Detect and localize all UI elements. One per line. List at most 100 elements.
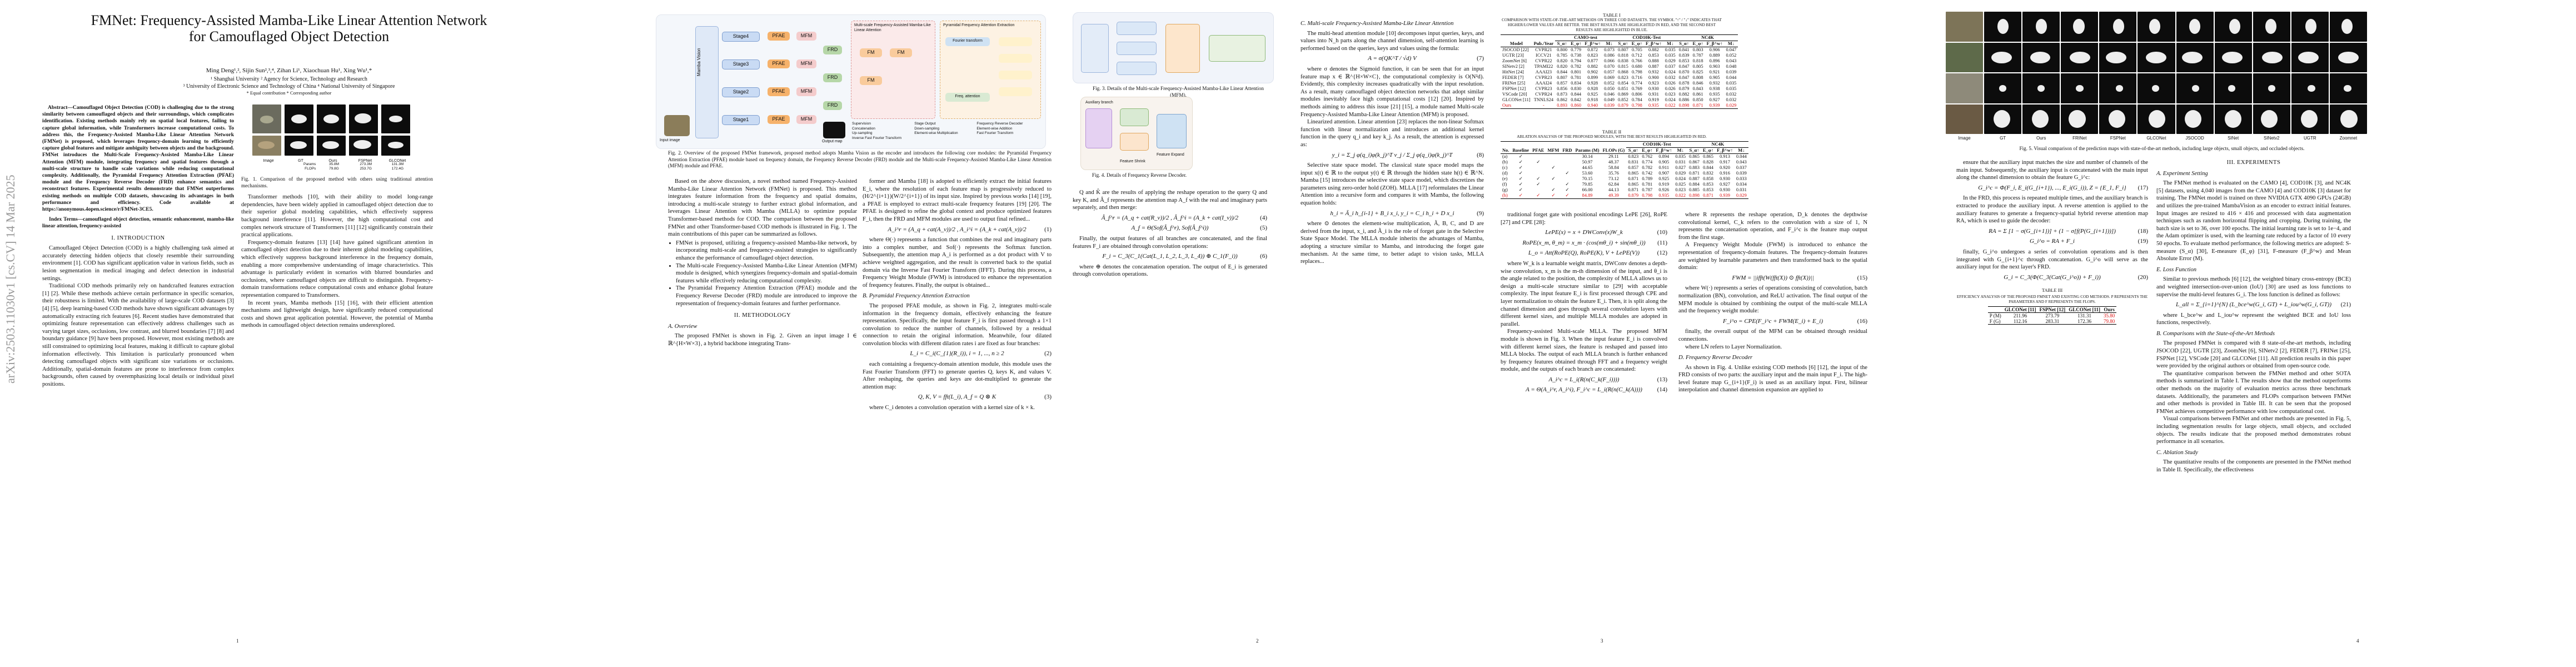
table-cell: 0.852 bbox=[1617, 97, 1628, 102]
table-group-header: CAMO-test bbox=[1555, 34, 1616, 41]
figure-3 bbox=[1073, 12, 1274, 83]
fig3-caption: Fig. 3. Details of the Multi-scale Frequ… bbox=[1093, 86, 1264, 98]
table-cell: 0.858 bbox=[1703, 176, 1713, 181]
table-cell: 79.85 bbox=[1582, 182, 1593, 187]
table-cell: 0.779 bbox=[1571, 47, 1582, 52]
fig5-column-label: Ours bbox=[2036, 136, 2046, 141]
fig2-fm-3: FM bbox=[860, 76, 882, 85]
fig2-mfm-3: MFM bbox=[796, 87, 816, 96]
fig2-legend: Supervision Stage Output Frequency Rever… bbox=[852, 122, 1023, 140]
table-cell: 0.900 bbox=[1648, 75, 1659, 80]
table-cell bbox=[1546, 160, 1561, 165]
table-cell: 0.893 bbox=[1557, 103, 1568, 108]
fig3-mlla-3 bbox=[1117, 62, 1157, 75]
fig2-pfae-detail bbox=[940, 21, 1041, 119]
table-group-header: COD10K-Test bbox=[1616, 34, 1677, 41]
table-cell: 0.865 bbox=[1703, 154, 1713, 159]
equation-3: Q, K, V = fft(L_i), A_f = Q ⊗ K(3) bbox=[918, 394, 1052, 401]
table-column-header: S_α↑ bbox=[1618, 41, 1628, 46]
fig5-prediction-map bbox=[2291, 42, 2329, 72]
col7-paragraph-5: where LN refers to Layer Normalization. bbox=[1685, 344, 1782, 350]
table-cell: ZoomNet [6] bbox=[1502, 58, 1527, 63]
table-cell: 0.029 bbox=[1726, 103, 1737, 108]
table-column-header: GLCONet [11] bbox=[2004, 306, 2036, 312]
table-cell: FEDER [7] bbox=[1502, 75, 1524, 80]
table-cell: 0.050 bbox=[1604, 86, 1615, 91]
index-terms: Index Terms—camouflaged object detection… bbox=[42, 217, 234, 230]
table-cell: 0.048 bbox=[1726, 64, 1737, 69]
fig5-prediction-map bbox=[2214, 73, 2252, 103]
table-column-header: S_α↑ bbox=[1689, 148, 1700, 153]
table-cell: 0.022 bbox=[1675, 193, 1686, 198]
table-cell: 0.820 bbox=[1557, 64, 1568, 69]
subsection-frd: D. Frequency Reverse Decoder bbox=[1678, 355, 1753, 361]
table-cell: 0.868 bbox=[1617, 69, 1628, 74]
column-3: Based on the above discussion, a novel m… bbox=[668, 178, 857, 347]
fig2-pfae-1: PFAE bbox=[768, 32, 790, 41]
table-cell: 0.865 bbox=[1628, 171, 1639, 176]
table-cell: 0.917 bbox=[1720, 160, 1730, 165]
table-cell: 48.37 bbox=[1608, 160, 1619, 165]
fig5-prediction-map bbox=[2137, 12, 2175, 42]
col3-paragraph-3: The proposed PFAE module, as shown in Fi… bbox=[863, 302, 1052, 347]
table-column-header: PFAE bbox=[1532, 147, 1544, 153]
table-cell: 0.680 bbox=[1631, 64, 1642, 69]
table-cell: 58.84 bbox=[1608, 165, 1619, 170]
table-cell: 0.923 bbox=[1648, 81, 1659, 86]
equation-21: L_all = Σ_{i=1}^{N} (L_bce^w(G_i, GT) + … bbox=[2175, 301, 2351, 308]
fig5-input-image bbox=[1946, 12, 1984, 42]
fig2-pfae-3: PFAE bbox=[768, 87, 790, 96]
table-cell: 0.857 bbox=[1557, 81, 1568, 86]
table-cell: 0.705 bbox=[1631, 47, 1642, 52]
table-cell: AAAI24 bbox=[1535, 81, 1552, 86]
table-column-header: F_β^w↑ bbox=[1585, 41, 1601, 46]
subsection-ablation: C. Ablation Study bbox=[2156, 449, 2198, 456]
table-cell bbox=[1561, 165, 1573, 171]
table-cell: CVPR23 bbox=[1535, 75, 1552, 80]
equation-10: LePE(x) = x + DWConv(x)W_k(10) bbox=[1545, 229, 1667, 236]
table-cell: 35.76 bbox=[1608, 171, 1619, 176]
table-cell: 0.031 bbox=[1675, 160, 1686, 165]
fig2-mfm-detail bbox=[851, 21, 935, 119]
table-cell: 0.928 bbox=[1587, 86, 1598, 91]
col6-paragraph-1: traditional forget gate with positional … bbox=[1501, 212, 1667, 226]
table-cell: 0.911 bbox=[1658, 165, 1670, 170]
table-cell: 0.871 bbox=[1703, 193, 1713, 198]
table-column-header: FRD bbox=[1562, 147, 1572, 153]
table-cell: 0.928 bbox=[1587, 81, 1598, 86]
table-cell: 0.818 bbox=[1617, 53, 1628, 58]
table-column-header: E_φ↑ bbox=[1631, 41, 1642, 46]
table-cell: ✓ bbox=[1518, 154, 1523, 159]
table-cell: 0.940 bbox=[1587, 103, 1598, 108]
table-cell: 0.781 bbox=[1642, 182, 1653, 187]
col4-paragraph-1: Q and K̂ are the results of applying the… bbox=[1073, 190, 1267, 211]
fig5-prediction-map bbox=[2253, 42, 2290, 72]
fig5-column-label: JSOCOD bbox=[2185, 136, 2204, 141]
table-cell: 0.787 bbox=[1642, 187, 1653, 192]
col4-paragraph-7: Selective state space model. The classic… bbox=[1301, 162, 1484, 207]
fig5-prediction-map bbox=[2099, 12, 2137, 42]
col4-paragraph-3: where ⊕ denotes the concatenation operat… bbox=[1073, 263, 1267, 278]
fig3-split-block bbox=[1081, 24, 1109, 73]
fig2-frd-2: FRD bbox=[823, 73, 842, 82]
equation-12: L_o = Att(RoPE(Q), RoPE(K), V + LePE(V))… bbox=[1528, 250, 1667, 257]
table-cell: 0.787 bbox=[1692, 53, 1703, 58]
table-cell: ✓ bbox=[1518, 193, 1523, 198]
table-cell: 0.899 bbox=[1587, 75, 1598, 80]
table-cell: 70.15 bbox=[1582, 176, 1593, 181]
table-cell: ✓ bbox=[1565, 171, 1569, 176]
table-cell: CVPR23 bbox=[1535, 86, 1552, 91]
intro-paragraph-2: Traditional COD methods primarily rely o… bbox=[42, 283, 234, 387]
authors: Ming Deng¹,², Sijin Sun²,³,⁴, Zihan Li¹,… bbox=[206, 67, 372, 74]
col6-paragraph-3: Frequency-assisted Multi-scale MLLA. The… bbox=[1501, 328, 1667, 373]
table-column-header: No. bbox=[1502, 147, 1509, 153]
table-cell: 0.847 bbox=[1678, 64, 1690, 69]
page-number: 1 bbox=[236, 638, 239, 644]
equation-5: A_f = Θ(Sof(Â_f^r), Sof(Â_f^i))(5) bbox=[1131, 225, 1267, 232]
